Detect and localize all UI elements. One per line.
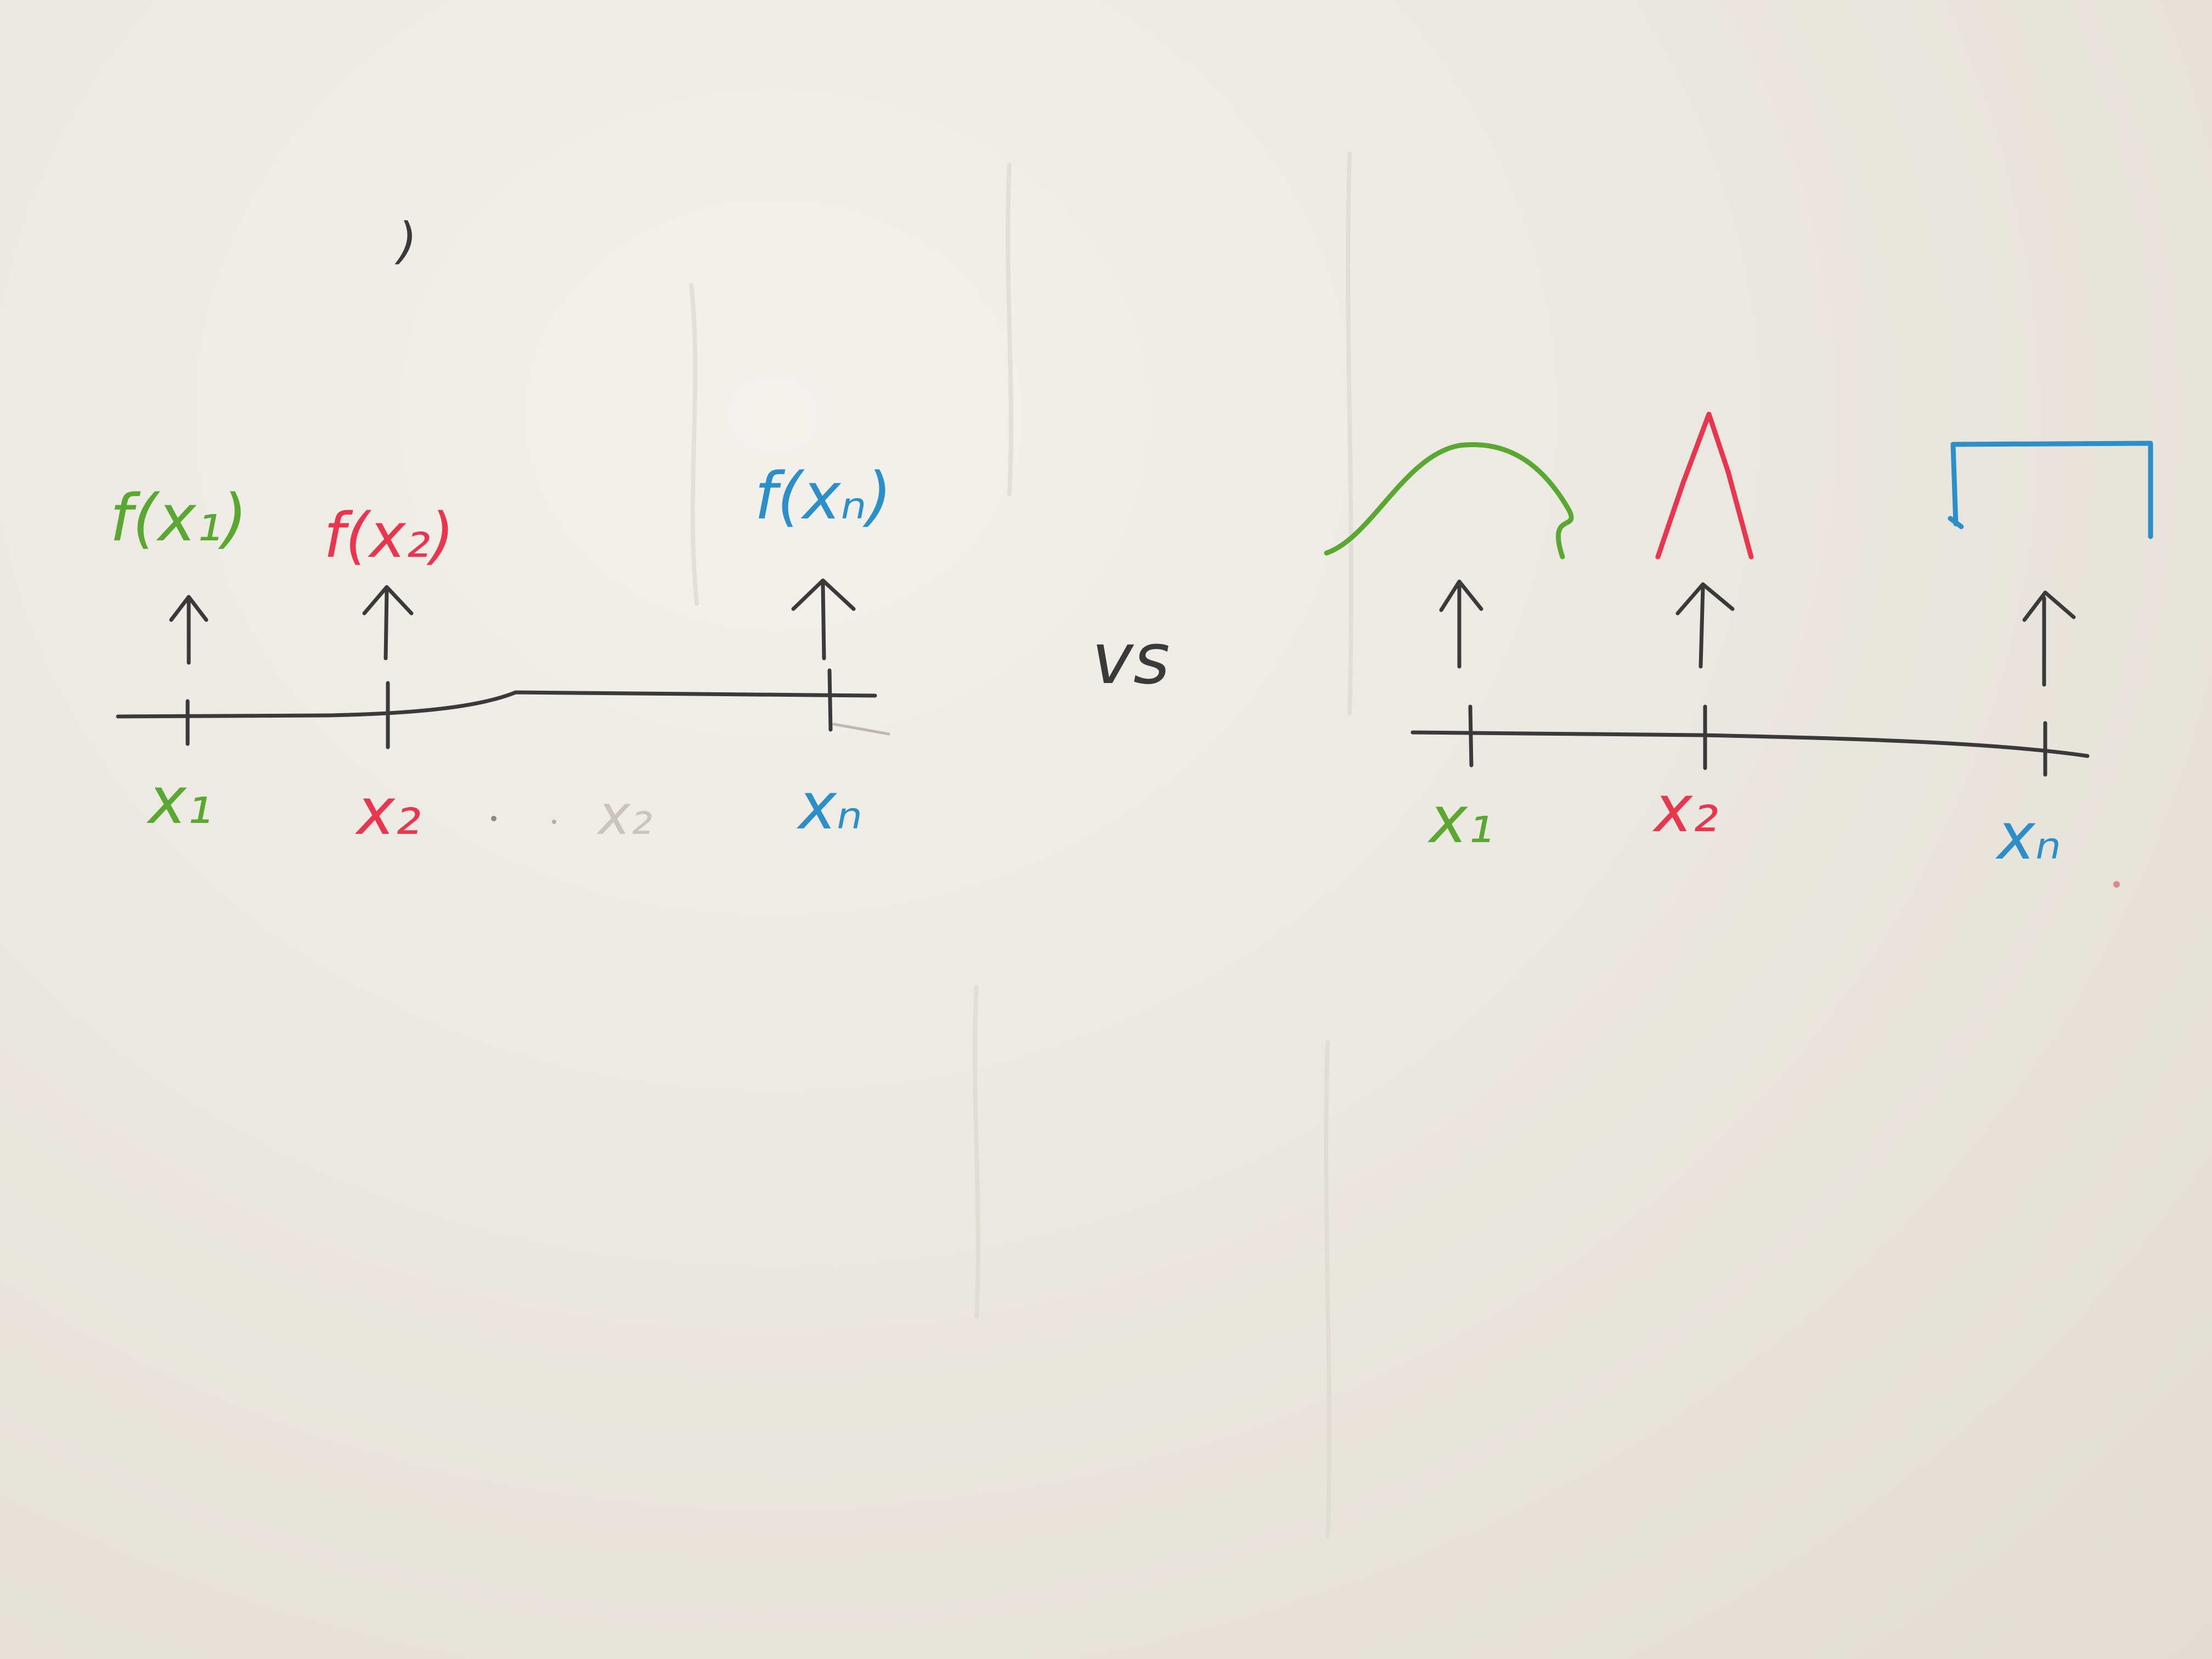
left-point-label-xn: xₙ — [796, 768, 862, 844]
red-spike — [1655, 411, 1754, 560]
left-arrow-x2 — [362, 585, 414, 661]
left-value-label-x1: f(x₁) — [110, 480, 247, 556]
left-number-line — [116, 690, 877, 719]
left-faint-label: x₂ — [596, 783, 652, 847]
left-tick-xn — [827, 668, 833, 732]
right-arrow-x1 — [1439, 579, 1483, 669]
left-arrow-x1 — [169, 595, 208, 665]
left-point-label-x1: x₁ — [146, 763, 212, 838]
stray-mark: ) — [394, 212, 417, 270]
right-point-label-xn: xₙ — [1995, 798, 2061, 874]
left-arrow-xn — [791, 578, 856, 661]
left-panel: f(x₁) f(x₂) f(xₙ) x₁ x₂ x₂ xₙ — [110, 458, 892, 849]
left-value-label-x2: f(x₂) — [324, 500, 454, 572]
right-number-line — [1410, 730, 2090, 758]
right-tick-x1 — [1468, 704, 1474, 768]
vs-separator: vs — [1092, 618, 1170, 700]
left-point-label-x2: x₂ — [354, 774, 421, 849]
green-bell-curve — [1324, 442, 1574, 560]
ellipsis-dot — [491, 816, 496, 821]
left-number-line-faint-extension — [832, 723, 890, 736]
ellipsis-dot — [552, 820, 556, 824]
right-arrow-x2 — [1675, 582, 1735, 669]
blue-box-tick — [1948, 516, 1964, 529]
right-point-label-x2: x₂ — [1652, 771, 1718, 847]
red-speck — [2113, 881, 2120, 888]
blue-uniform-box — [1950, 441, 2153, 539]
right-point-label-x1: x₁ — [1427, 782, 1493, 857]
right-arrow-xn — [2022, 590, 2076, 687]
right-panel: x₁ x₂ xₙ — [1324, 411, 2153, 888]
erased-ghost-marks — [689, 151, 1353, 1538]
left-value-label-xn: f(xₙ) — [754, 458, 892, 534]
